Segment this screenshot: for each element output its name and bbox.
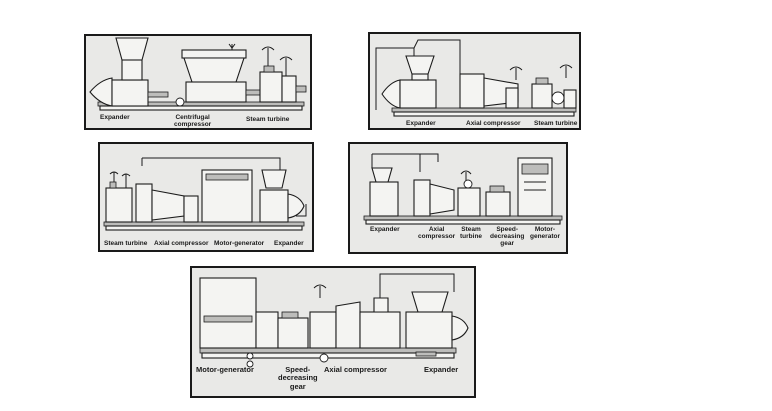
expander-body (399, 79, 437, 109)
config-3-diagram (103, 157, 307, 231)
label-axial-compressor: Axial compressor (154, 240, 209, 247)
expander-nose-cone (89, 77, 113, 107)
axial-compressor-body (335, 301, 361, 349)
label-steam-turbine: Steam turbine (246, 116, 290, 123)
label-axial-compressor: Axial compressor (418, 226, 456, 241)
config-2-diagram (375, 39, 577, 117)
config-5-panel: Motor-generator Speed- decreasing gear A… (190, 266, 476, 398)
steam-turbine-body (259, 71, 283, 103)
config-5-diagram (199, 273, 469, 368)
axial-compressor-body (429, 183, 455, 215)
label-expander: Expander (100, 114, 130, 121)
label-axial-compressor: Axial compressor (324, 365, 387, 374)
expander-cone (287, 193, 305, 219)
label-speed-decreasing-gear: Speed- decreasing gear (490, 226, 525, 248)
expander-body (369, 181, 399, 217)
label-axial-compressor: Axial compressor (466, 120, 521, 127)
label-steam-turbine: Steam turbine (460, 226, 483, 241)
label-motor-generator: Motor-generator (196, 365, 254, 374)
label-centrifugal-compressor: Centrifugal compressor (174, 114, 212, 129)
config-2-panel: Expander Axial compressor Steam turbine (368, 32, 581, 130)
config-1-diagram (89, 37, 307, 111)
config-4-panel: Expander Axial compressor Steam turbine … (348, 142, 568, 254)
expander-inlet (261, 169, 287, 189)
axial-compressor-body (151, 189, 185, 221)
config-4-diagram (363, 153, 563, 225)
centrifugal-compressor-body (183, 57, 245, 83)
label-expander: Expander (424, 365, 459, 374)
steam-turbine-body (457, 187, 481, 217)
label-steam-turbine: Steam turbine (534, 120, 578, 127)
speed-decreasing-gear-body (485, 191, 511, 217)
config-1-panel: Expander Centrifugal compressor Steam tu… (84, 34, 312, 130)
expander-inlet-hopper (115, 37, 149, 61)
config-3-panel: Steam turbine Axial compressor Motor-gen… (98, 142, 314, 252)
expander-body (405, 311, 453, 349)
label-speed-decreasing-gear: Speed- decreasing gear (278, 365, 318, 391)
label-motor-generator: Motor-generator (214, 240, 265, 247)
label-motor-generator: Motor- generator (530, 226, 560, 241)
steam-turbine-body (105, 187, 133, 223)
expander-inlet-hopper (411, 291, 449, 313)
label-steam-turbine: Steam turbine (104, 240, 148, 247)
label-expander: Expander (406, 120, 436, 127)
label-expander: Expander (274, 240, 304, 247)
motor-generator-body (199, 277, 257, 349)
label-expander: Expander (370, 226, 400, 233)
speed-decreasing-gear-body (277, 317, 309, 349)
